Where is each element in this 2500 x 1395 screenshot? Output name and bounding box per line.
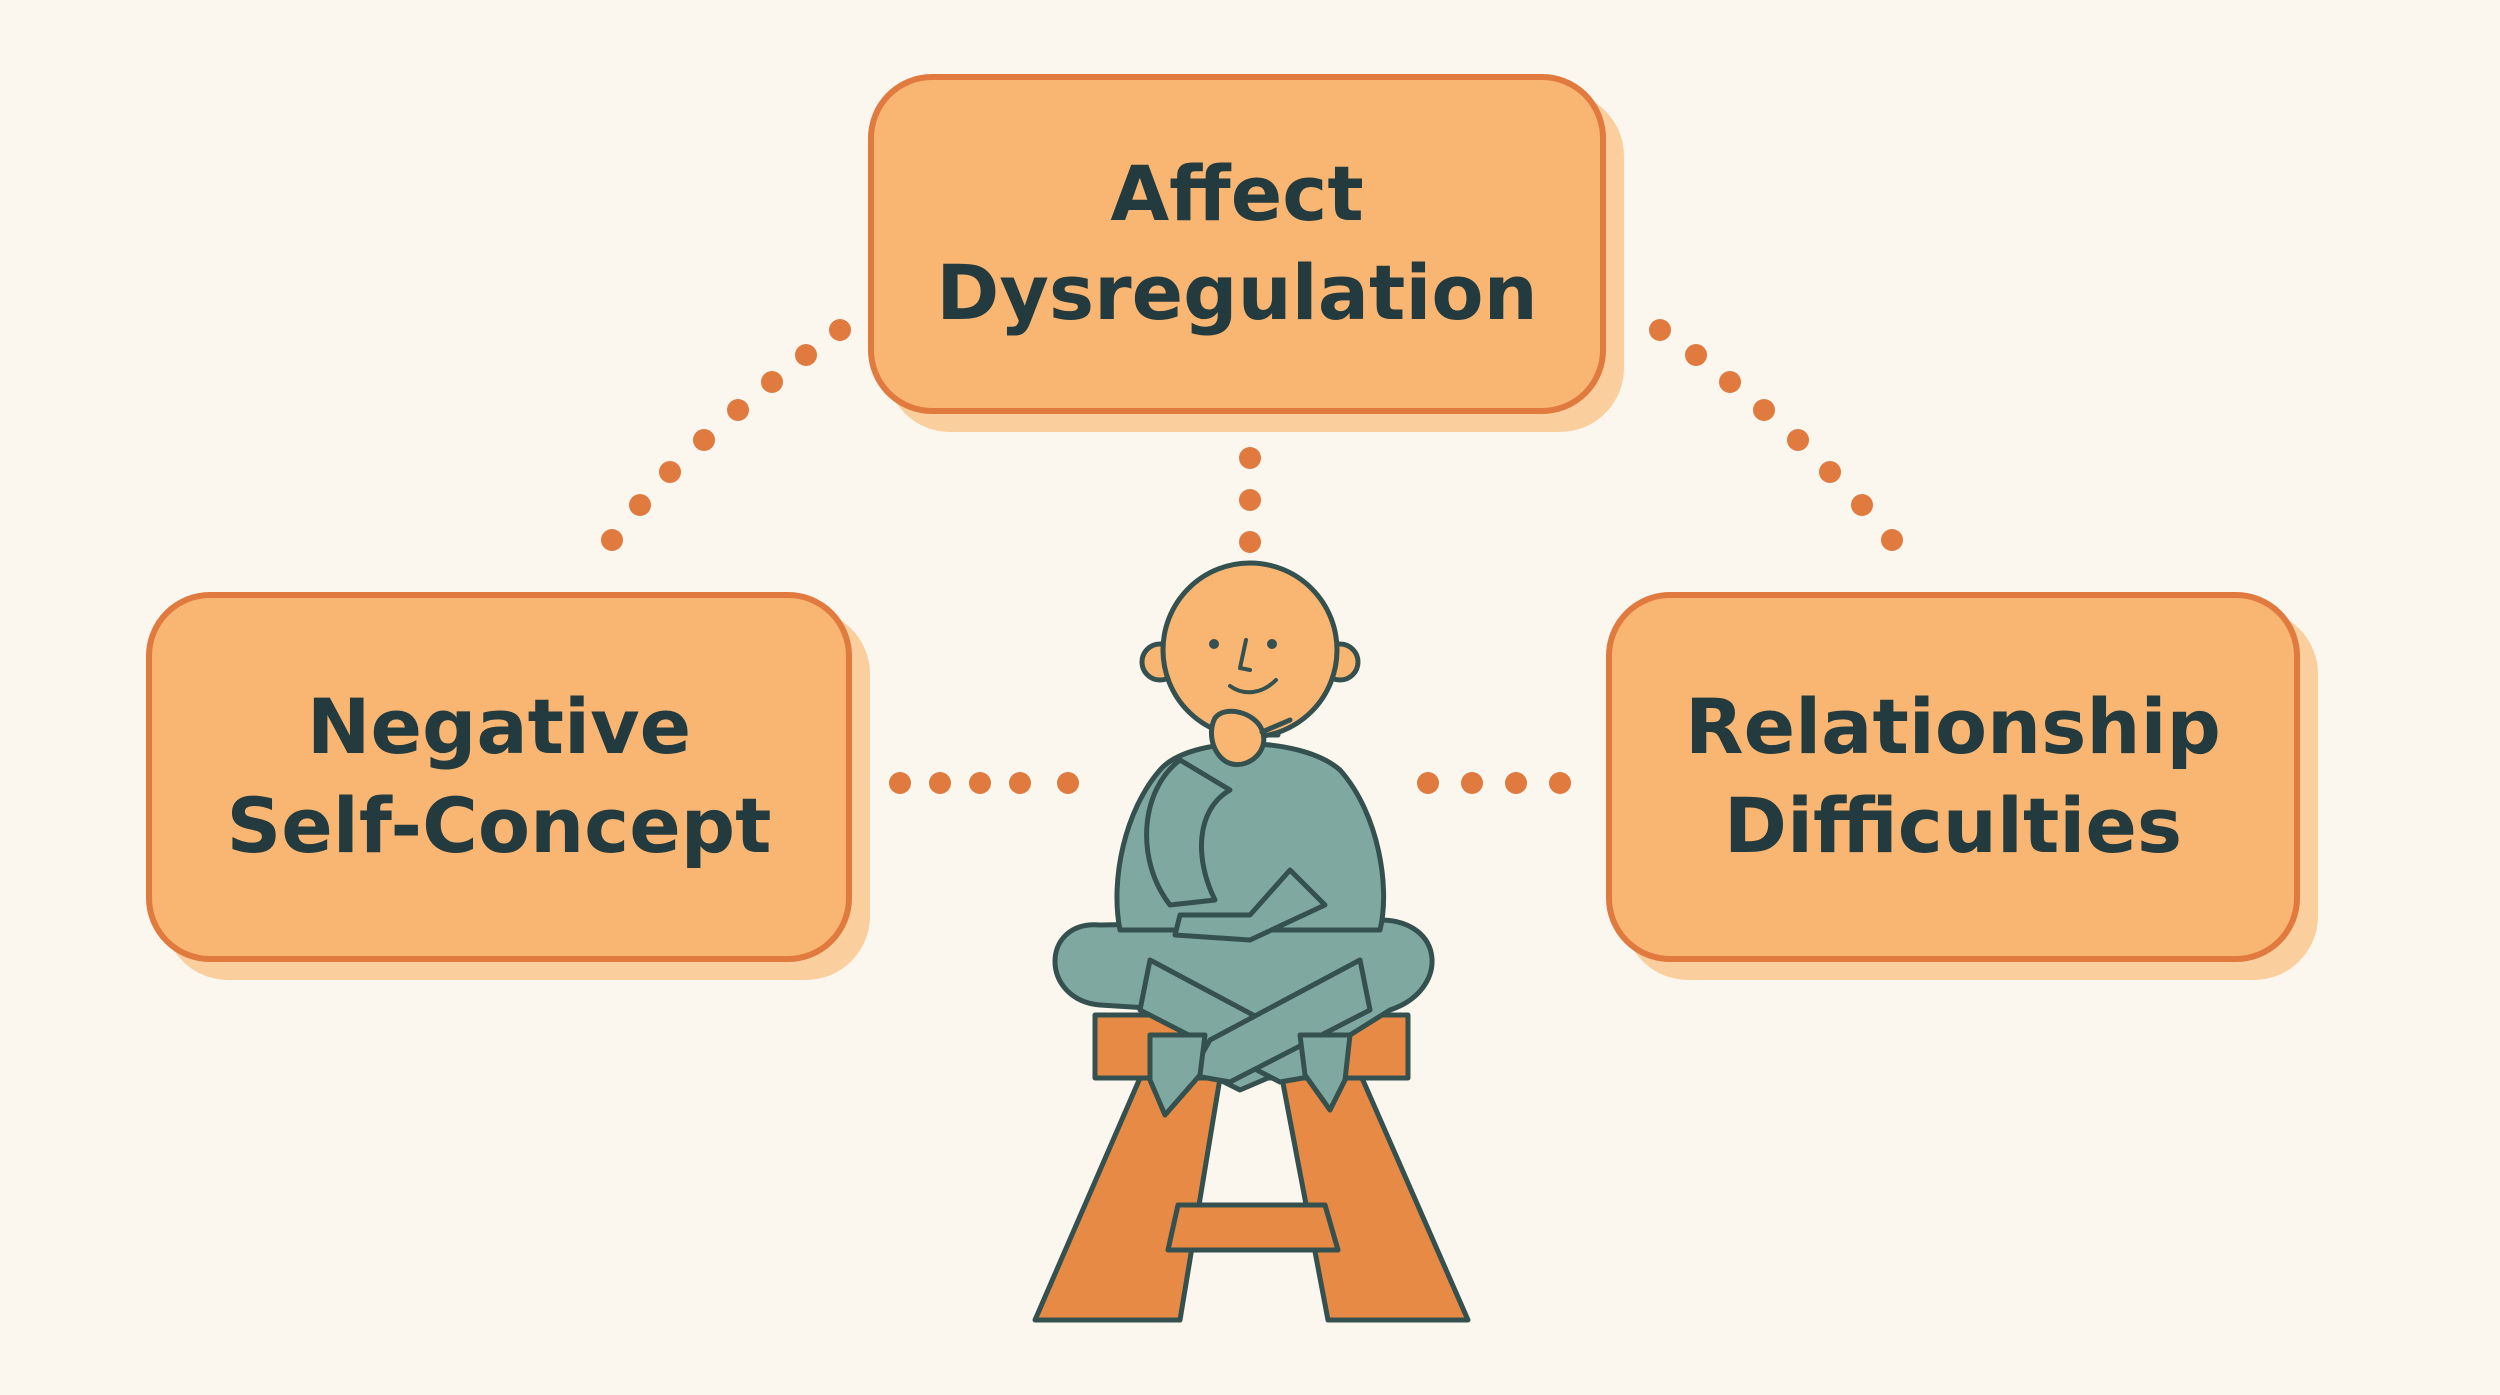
connector-top-left (601, 319, 851, 551)
node-negative-self-concept-line1: Negative (306, 682, 692, 772)
node-relationship-difficulties: Relationship Difficulties (1606, 592, 2300, 962)
node-negative-self-concept-line2: Self-Concept (226, 781, 772, 870)
node-affect-dysregulation: Affect Dysregulation (868, 74, 1606, 414)
node-affect-dysregulation-line1: Affect (1110, 149, 1364, 239)
node-relationship-difficulties-line2: Difficulties (1723, 781, 2183, 870)
connector-top-right (1649, 319, 1903, 551)
connector-right-center (1417, 772, 1571, 794)
connector-left-center (889, 772, 1079, 794)
node-negative-self-concept: Negative Self-Concept (146, 592, 852, 962)
node-affect-dysregulation-line2: Dysregulation (936, 248, 1538, 337)
thinking-person-icon (1052, 560, 1435, 1118)
connector-top-center (1239, 447, 1261, 553)
node-relationship-difficulties-line1: Relationship (1685, 682, 2221, 772)
